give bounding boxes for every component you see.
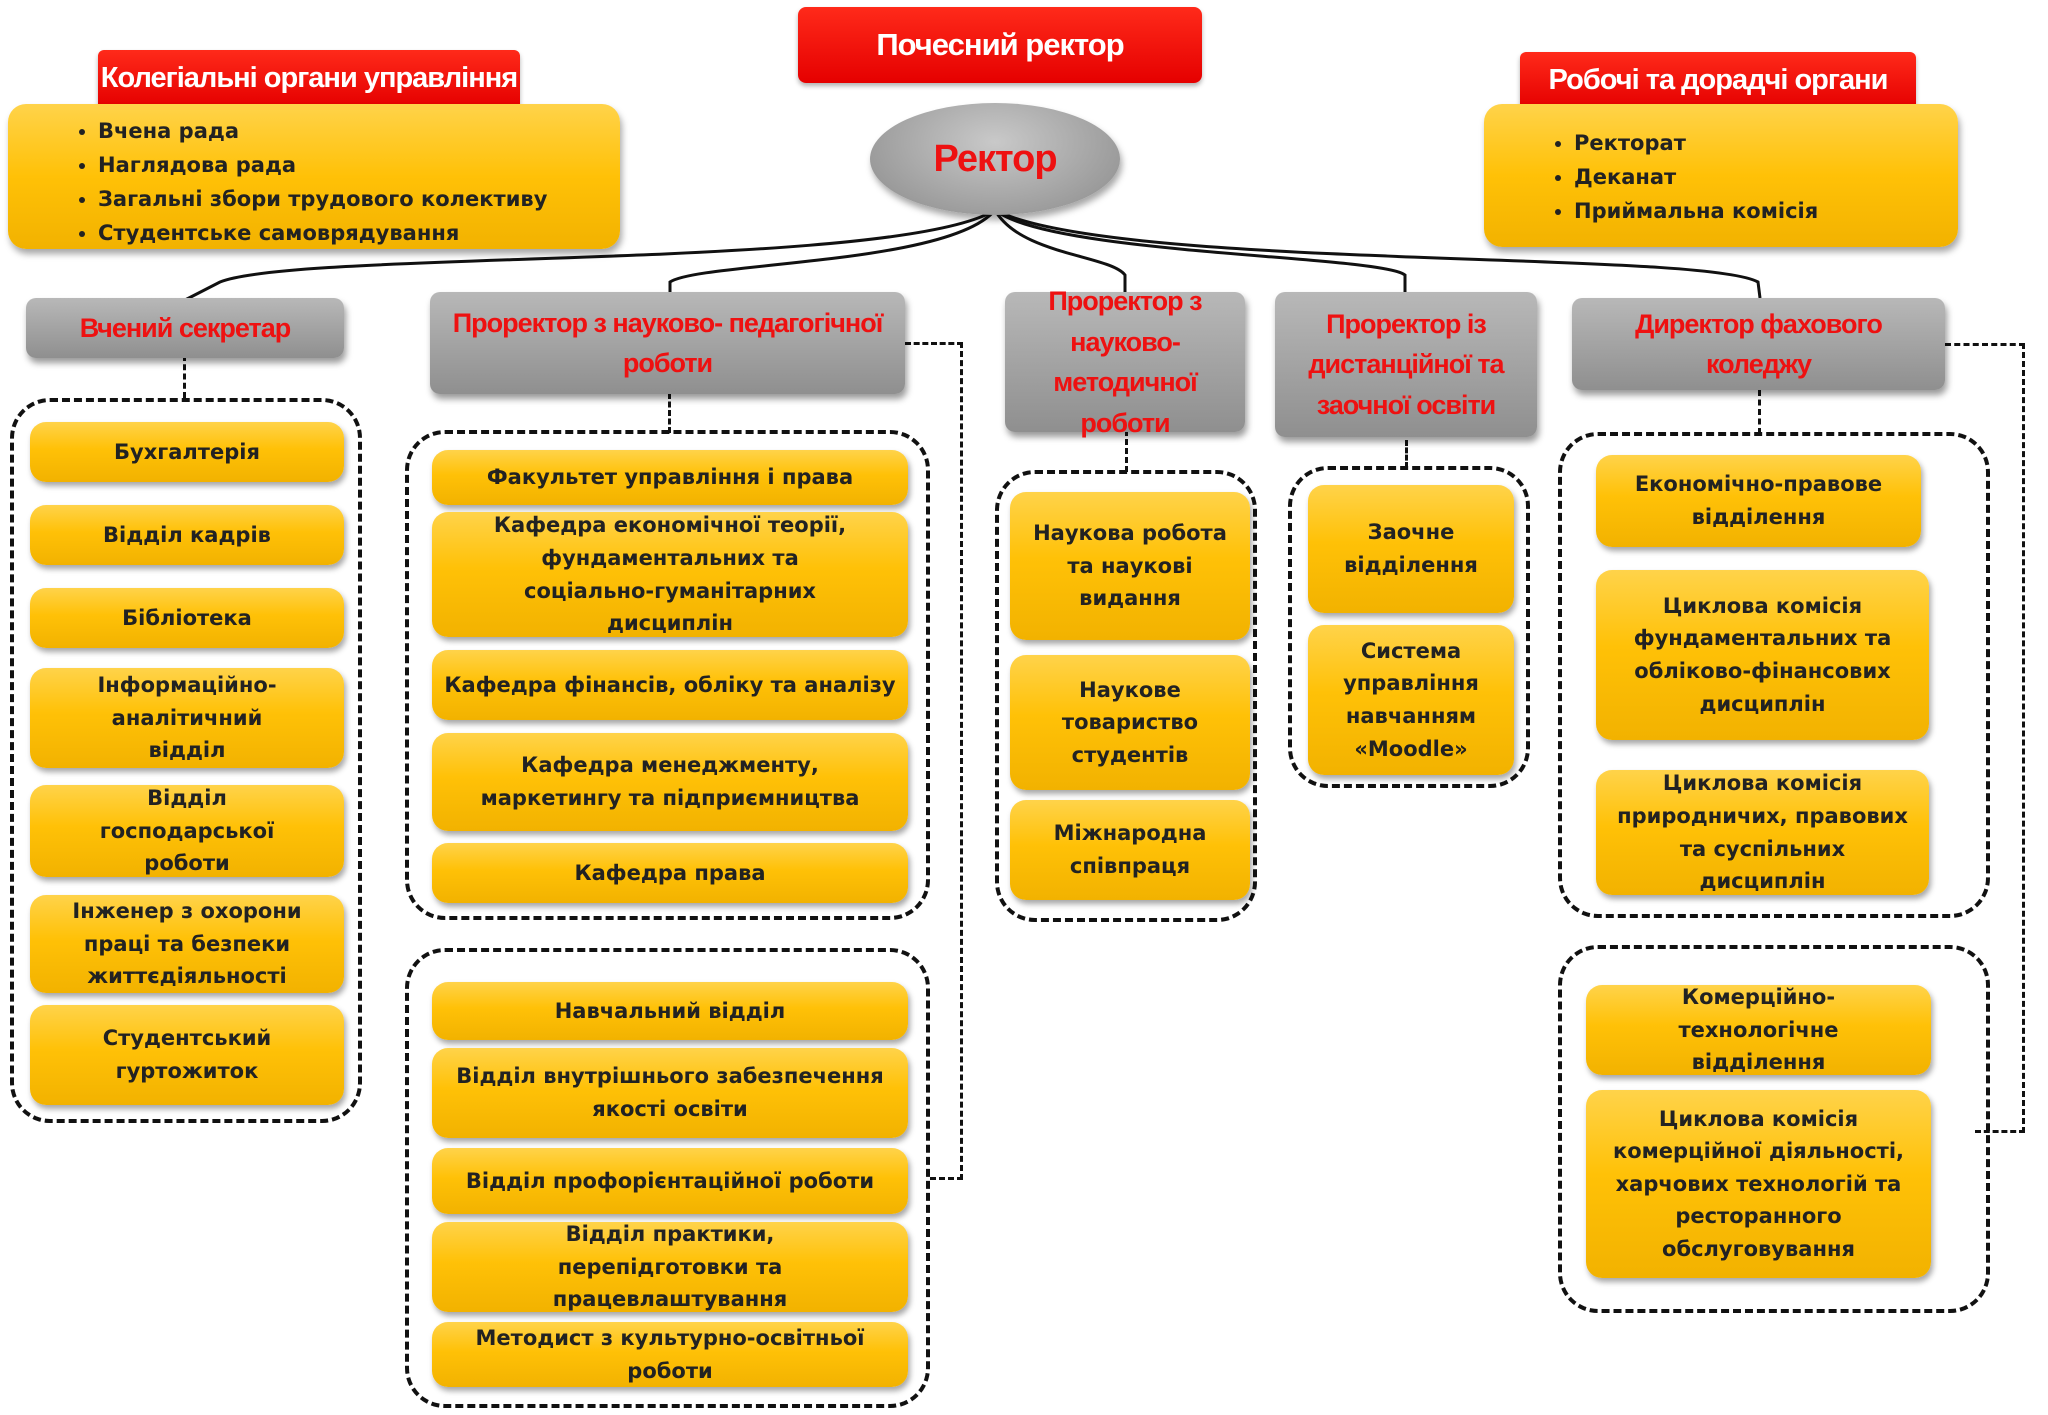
unit-box: Циклова комісія фундаментальних та облік… <box>1596 570 1929 740</box>
collegial-list: Вчена рада Наглядова рада Загальні збори… <box>8 104 620 249</box>
vice-ped-side-connector-bottom <box>930 1177 963 1180</box>
unit-box: Заочне відділення <box>1308 485 1514 613</box>
college-side-connector-top <box>1945 343 2025 346</box>
vice-method-connector <box>1125 430 1128 472</box>
list-item: Вчена рада <box>98 114 600 148</box>
list-item: Наглядова рада <box>98 148 600 182</box>
list-item: Приймальна комісія <box>1574 194 1938 228</box>
college-connector <box>1758 390 1761 434</box>
list-item: Деканат <box>1574 160 1938 194</box>
vice-ped-connector <box>668 393 671 433</box>
vice-distance-group <box>1288 466 1530 788</box>
unit-box: Наукове товариство студентів <box>1010 655 1250 790</box>
unit-box: Комерційно-технологічне відділення <box>1586 985 1931 1075</box>
college-side-connector <box>2022 343 2025 1133</box>
rector-node: Ректор <box>870 103 1120 215</box>
unit-box: Відділ внутрішнього забезпечення якості … <box>432 1048 908 1138</box>
college-box: Директор фахового коледжу <box>1572 298 1945 390</box>
unit-box: Відділ господарської роботи <box>30 785 344 877</box>
unit-box: Студентський гуртожиток <box>30 1005 344 1105</box>
unit-box: Факультет управління і права <box>432 450 908 505</box>
unit-box: Бібліотека <box>30 588 344 648</box>
working-list: Ректорат Деканат Приймальна комісія <box>1484 104 1958 247</box>
unit-box: Кафедра фінансів, обліку та аналізу <box>432 650 908 720</box>
unit-box: Система управління навчанням «Moodle» <box>1308 625 1514 775</box>
list-item: Студентське самоврядування <box>98 216 600 250</box>
secretary-group <box>10 398 362 1123</box>
unit-box: Кафедра економічної теорії, фундаменталь… <box>432 512 908 637</box>
college-group-2 <box>1558 945 1990 1313</box>
unit-box: Відділ профорієнтаційної роботи <box>432 1148 908 1214</box>
vice-ped-box: Проректор з науково- педагогічної роботи <box>430 292 905 394</box>
secretary-box: Вчений секретар <box>26 298 344 358</box>
vice-ped-side-connector-top <box>905 342 963 345</box>
vice-ped-side-connector <box>960 342 963 1180</box>
honorary-rector-box: Почесний ректор <box>798 7 1202 83</box>
working-title: Робочі та дорадчі органи <box>1520 52 1916 108</box>
list-item: Загальні збори трудового колективу <box>98 182 600 216</box>
vice-distance-box: Проректор із дистанційної та заочної осв… <box>1275 292 1537 437</box>
list-item: Ректорат <box>1574 126 1938 160</box>
unit-box: Навчальний відділ <box>432 982 908 1040</box>
unit-box: Циклова комісія природничих, правових та… <box>1596 770 1929 895</box>
unit-box: Відділ кадрів <box>30 505 344 565</box>
vice-ped-group-1 <box>405 430 930 920</box>
unit-box: Наукова робота та наукові видання <box>1010 492 1250 640</box>
unit-box: Інформаційно-аналітичний відділ <box>30 668 344 768</box>
rector-label: Ректор <box>933 137 1057 180</box>
unit-box: Методист з культурно-освітньої роботи <box>432 1322 908 1387</box>
unit-box: Кафедра права <box>432 843 908 903</box>
vice-ped-group-2 <box>405 948 930 1408</box>
unit-box: Інженер з охорони праці та безпеки життє… <box>30 895 344 993</box>
vice-method-box: Проректор з науково-методичної роботи <box>1005 286 1245 438</box>
unit-box: Циклова комісія комерційної діяльності, … <box>1586 1090 1931 1278</box>
unit-box: Економічно-правове відділення <box>1596 455 1921 547</box>
unit-box: Бухгалтерія <box>30 422 344 482</box>
unit-box: Кафедра менеджменту, маркетингу та підпр… <box>432 733 908 831</box>
secretary-connector <box>183 355 186 398</box>
college-side-connector-bottom <box>1975 1130 2025 1133</box>
unit-box: Відділ практики, перепідготовки та праце… <box>432 1222 908 1312</box>
college-group-1 <box>1558 432 1990 918</box>
vice-method-group <box>995 470 1257 922</box>
unit-box: Міжнародна співпраця <box>1010 800 1250 900</box>
collegial-title: Колегіальні органи управління <box>98 50 520 106</box>
vice-distance-connector <box>1405 440 1408 468</box>
